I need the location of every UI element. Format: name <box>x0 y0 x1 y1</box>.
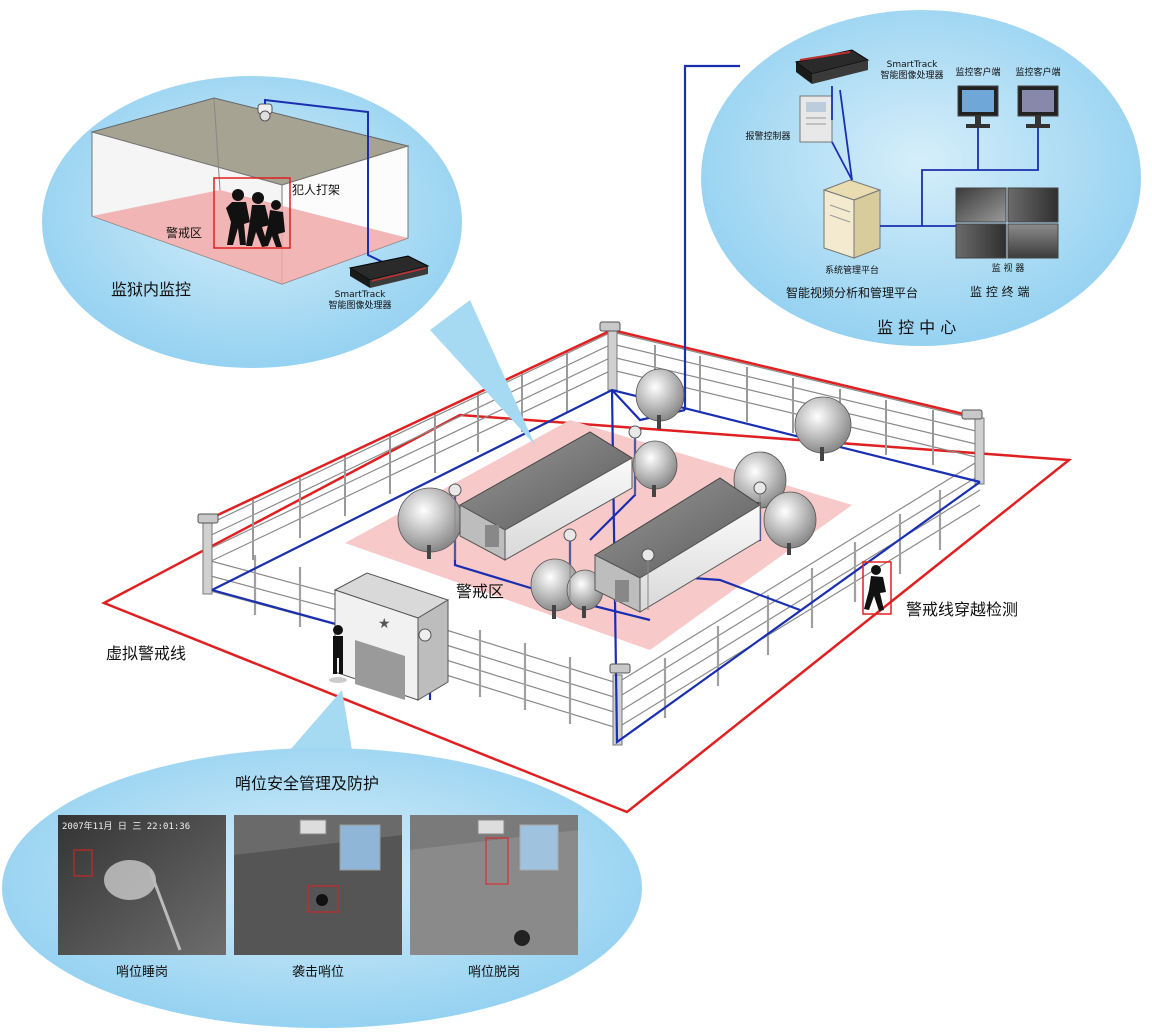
caption-absent: 哨位脱岗 <box>467 965 520 980</box>
prison-cable <box>264 98 396 269</box>
sentry-photo-sleeping <box>58 815 226 955</box>
gate-house: ★ <box>333 572 450 701</box>
prison-processor-label-2: 智能图像处理器 <box>328 301 392 311</box>
tree <box>794 396 852 461</box>
client-monitor-1 <box>957 85 999 128</box>
caption-attack: 袭击哨位 <box>291 965 344 980</box>
prison-smarttrack-device <box>348 255 430 288</box>
center-bubble-title: 监 控 中 心 <box>877 318 957 337</box>
tree <box>530 558 580 619</box>
prison-processor-label-1: SmartTrack <box>334 290 386 300</box>
management-server <box>822 179 882 259</box>
alarm-controller-device <box>799 95 833 143</box>
alarm-controller-label: 报警控制器 <box>745 132 791 142</box>
sentry-guard <box>329 625 347 683</box>
prison-building-1 <box>458 431 633 561</box>
center-processor-label-2: 智能图像处理器 <box>880 71 944 81</box>
fence-cameras <box>197 321 983 674</box>
cell-alert-zone-label: 警戒区 <box>166 226 203 240</box>
intruder <box>862 561 892 615</box>
sentry-photo-attack <box>234 815 402 955</box>
fight-label: 犯人打架 <box>292 183 341 197</box>
client-label-1: 监控客户端 <box>955 68 1001 78</box>
monitor-label: 监 视 器 <box>991 264 1025 274</box>
prison-bubble-title: 监狱内监控 <box>111 280 192 299</box>
server-label: 系统管理平台 <box>824 266 879 276</box>
crossing-detection-label: 警戒线穿越检测 <box>906 600 1019 619</box>
pole-cameras <box>448 425 767 610</box>
center-network-lines <box>831 86 1039 227</box>
center-processor-label: SmartTrack 智能图像处理器 <box>870 60 954 82</box>
prison-building-2 <box>593 477 761 613</box>
client-monitor-2 <box>1017 85 1059 128</box>
terminal-label: 监 控 终 端 <box>970 285 1030 299</box>
sentry-bubble-title: 哨位安全管理及防护 <box>235 774 380 793</box>
fence-back-posts <box>252 345 934 560</box>
alert-zone <box>345 420 852 650</box>
prison-bubble-tail <box>430 300 535 445</box>
center-processor-label-1: SmartTrack <box>886 60 938 70</box>
video-wall <box>955 187 1059 259</box>
tree <box>635 368 685 429</box>
svg-text:★: ★ <box>378 616 391 632</box>
ceiling-camera <box>257 103 273 122</box>
compound-alert-zone-label: 警戒区 <box>456 582 505 601</box>
fight-detection-box <box>213 177 291 249</box>
sentry-photo-absent <box>410 815 578 955</box>
center-smarttrack-device <box>794 49 870 84</box>
photo-timestamp: 2007年11月 日 三 22:01:36 <box>62 822 191 832</box>
client-label-2: 监控客户端 <box>1015 68 1061 78</box>
caption-sleeping: 哨位睡岗 <box>115 965 168 980</box>
tree <box>632 440 678 497</box>
virtual-warning-line <box>101 413 1073 814</box>
fighting-prisoners <box>226 189 285 247</box>
virtual-line-label: 虚拟警戒线 <box>106 644 187 663</box>
prison-processor-label: SmartTrack 智能图像处理器 <box>318 290 402 312</box>
tree <box>763 491 817 555</box>
sentry-bubble-tail <box>290 690 352 750</box>
platform-label: 智能视频分析和管理平台 <box>786 286 919 300</box>
